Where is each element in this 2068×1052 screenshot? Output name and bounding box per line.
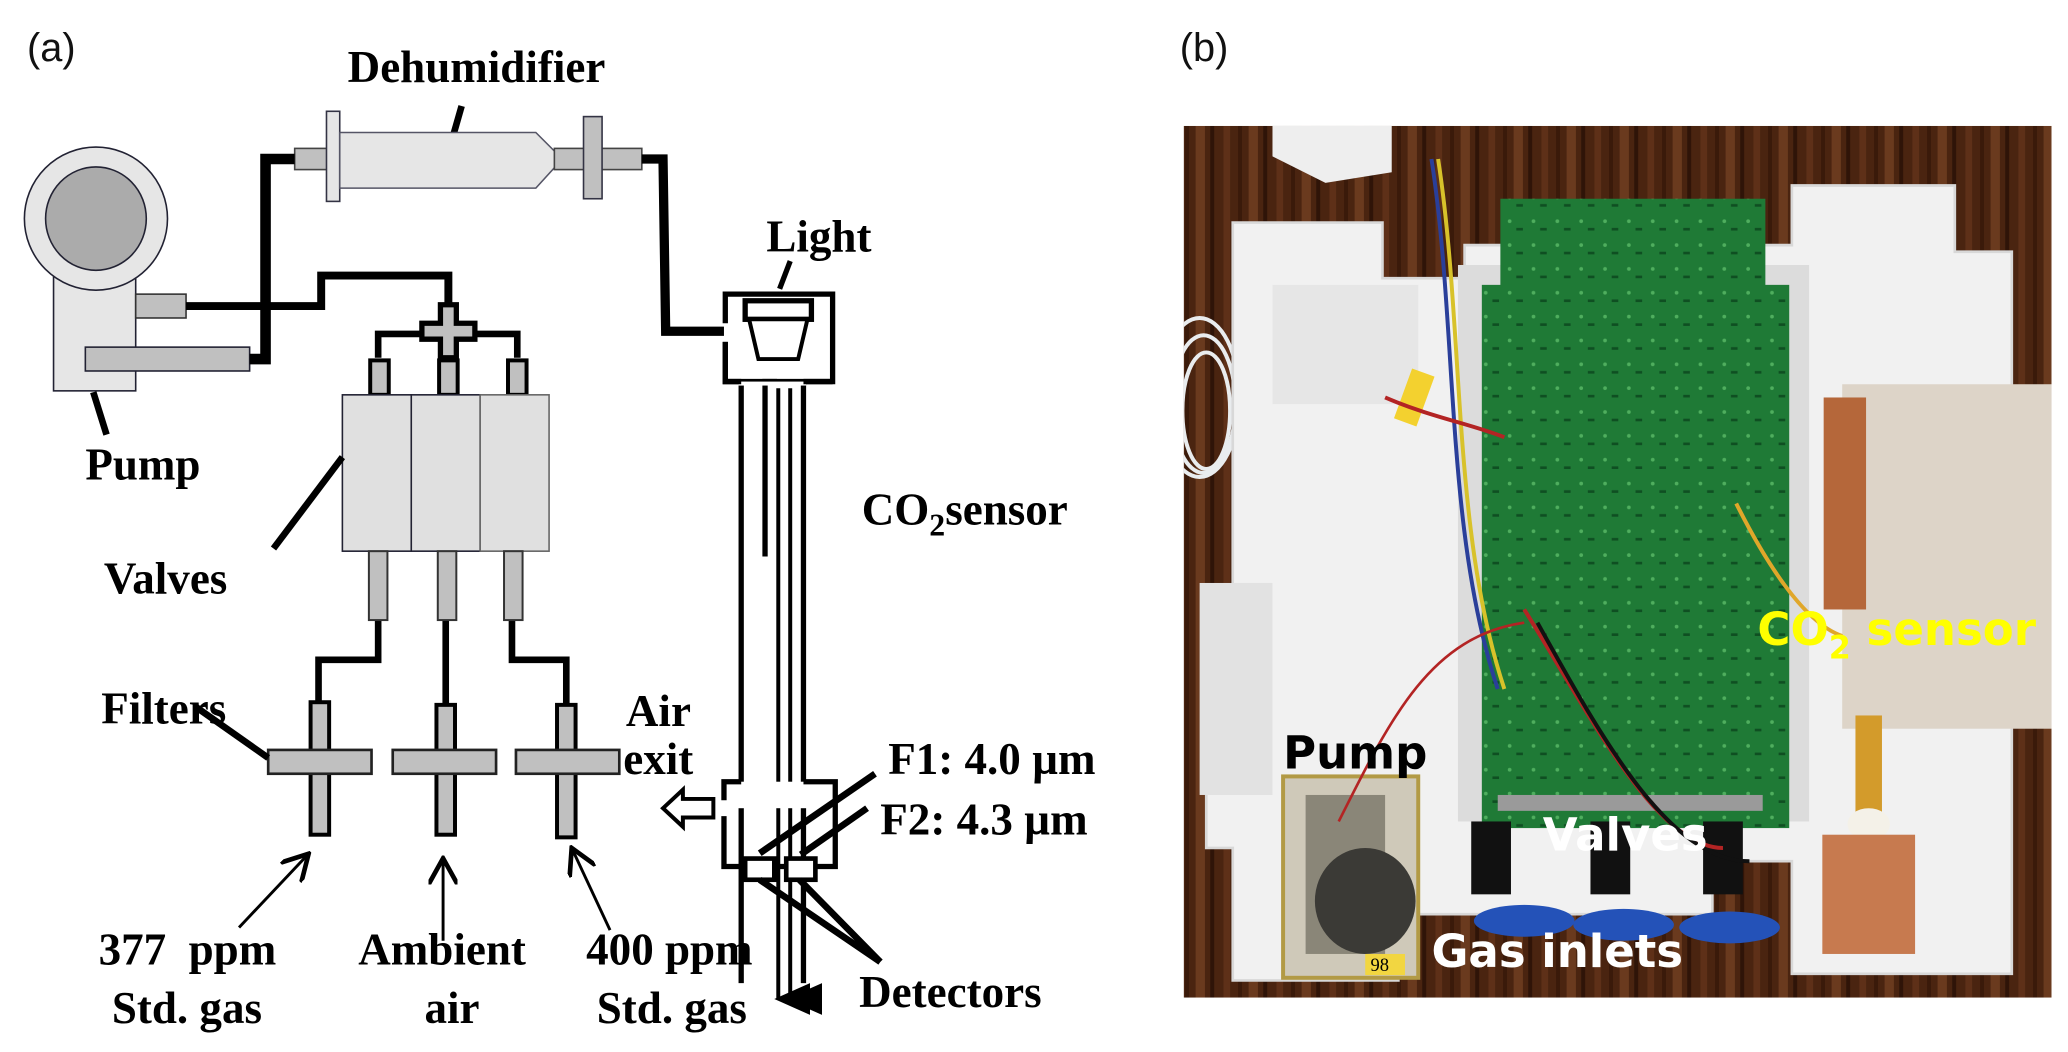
light-reflector <box>746 317 810 362</box>
dehumidifier-flange-left <box>325 110 341 203</box>
pump-inlet-stub <box>84 346 251 372</box>
co2-sensor-diagram: Light <box>722 212 871 1015</box>
cable-tag <box>1393 368 1435 427</box>
panel-a-label: (a) <box>27 26 76 70</box>
inlet-labels: 377 ppm Std. gas Ambient air 400 ppm Std… <box>99 925 753 1033</box>
valve-outlet-stub-2 <box>436 550 458 622</box>
device-photo: 98 <box>1183 125 2052 998</box>
tube-dehumidifier-to-sensor <box>641 154 724 336</box>
dehumidifier-body <box>338 131 564 189</box>
inlet-label-3-line2: Std. gas <box>597 983 747 1033</box>
inlet-label-2-line2: air <box>425 983 480 1033</box>
photo-filters <box>1473 904 1780 944</box>
manifold-cross <box>419 302 478 361</box>
valves-diagram: Valves <box>104 358 550 622</box>
photo-label-valves: Valves <box>1543 809 1708 862</box>
pump-tag: 98 <box>1371 955 1390 976</box>
pump-head <box>44 166 148 272</box>
inlet-label-1-line1: 377 ppm <box>99 925 277 975</box>
filter-3 <box>514 702 621 840</box>
light-leader <box>777 260 793 290</box>
filter-1 <box>266 700 373 837</box>
photo-label-pump: Pump <box>1283 726 1427 779</box>
sensor-tube <box>738 556 807 984</box>
pump-leader <box>90 391 110 436</box>
valve-2 <box>410 394 481 552</box>
filters-label: Filters <box>101 683 226 733</box>
photo-wires <box>1337 158 1843 864</box>
pcb-board <box>1481 284 1790 829</box>
inlet-arrow-3 <box>573 851 612 931</box>
inlet-label-3-line1: 400 ppm <box>586 925 752 975</box>
valve-inlet-stub-2 <box>437 358 460 397</box>
valve-inlet-stub-1 <box>368 358 391 397</box>
photo-valves <box>1471 794 1763 895</box>
panel-b: (b) <box>1180 26 2052 998</box>
filter-2 <box>391 702 498 837</box>
sensor-chamber-top-right <box>722 291 836 557</box>
inlet-arrows <box>237 851 612 941</box>
dehumidifier: Dehumidifier <box>293 42 643 203</box>
light-source <box>742 298 815 322</box>
tube-pump-to-manifold <box>186 271 453 312</box>
photo-pump: 98 <box>1281 774 1421 980</box>
valves-label: Valves <box>104 554 227 604</box>
inlet-label-2-line1: Ambient <box>358 925 526 975</box>
tube-pump-to-dehumidifier <box>249 153 295 365</box>
photo-label-co2-sensor: CO2 sensor <box>1757 603 2036 666</box>
photo-co2-sensor <box>1822 384 2052 954</box>
dehumidifier-flange-right <box>582 115 603 200</box>
inlet-label-1-line2: Std. gas <box>112 983 262 1033</box>
inlet-arrow-1 <box>237 856 307 929</box>
sensor-lower-chamber <box>726 781 836 809</box>
pump-label: Pump <box>85 440 200 490</box>
filters-leader <box>194 704 271 761</box>
photo-label-gas-inlets: Gas inlets <box>1431 925 1683 978</box>
tube-manifold-right <box>464 330 521 358</box>
tube-manifold-left <box>374 330 432 358</box>
panel-a: (a) Dehumidifier Pump <box>23 26 1068 1033</box>
valve-3 <box>479 394 550 552</box>
valve-outlet-stub-3 <box>503 550 524 622</box>
valves-leader <box>270 455 346 551</box>
foam-piece-top <box>1272 125 1392 183</box>
dehumidifier-label: Dehumidifier <box>348 42 606 92</box>
valve-outlet-stub-1 <box>367 550 389 622</box>
pump-outlet-stub <box>134 293 187 319</box>
valve-inlet-stub-3 <box>506 358 529 397</box>
light-label: Light <box>766 212 871 262</box>
co2-sensor-label: CO2sensor <box>862 485 1068 543</box>
panel-b-label: (b) <box>1180 26 1229 70</box>
valve-1 <box>341 394 413 552</box>
pump-diagram: Pump <box>23 146 251 490</box>
filters-diagram: Filters <box>101 683 621 840</box>
